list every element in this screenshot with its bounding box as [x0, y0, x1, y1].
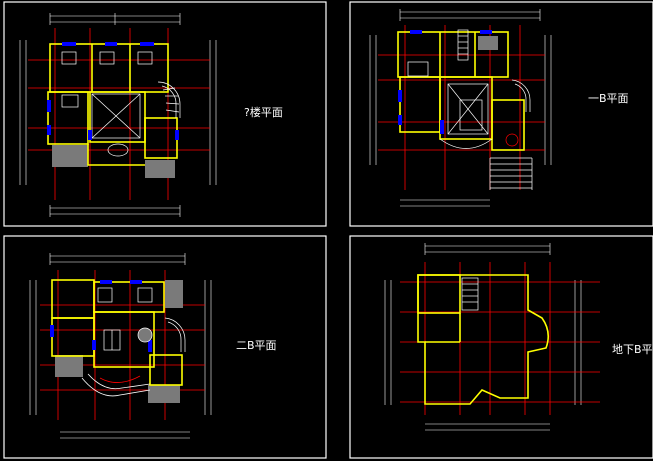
- floor-plan-top-right: 一B平面: [369, 9, 629, 207]
- sheet-label-bottom-left: 二B平面: [236, 339, 277, 352]
- grid-lines: [28, 28, 210, 200]
- windows: [398, 30, 492, 134]
- walls: [417, 274, 550, 405]
- walls: [397, 31, 525, 151]
- stair: [157, 81, 181, 118]
- sheet-label-bottom-right: 地下B平面: [612, 343, 653, 356]
- hatch-areas: [478, 36, 498, 50]
- dimension-lines: [19, 13, 217, 217]
- windows: [50, 280, 152, 352]
- roof-pyramid: [439, 83, 493, 149]
- furniture: [407, 61, 519, 147]
- floor-plan-top-left: ?楼平面: [19, 13, 283, 217]
- hatch-areas: [55, 280, 183, 403]
- floor-plan-bottom-left: 二B平面: [29, 253, 277, 439]
- grid-lines: [400, 262, 600, 415]
- sheet-label-top-left: ?楼平面: [244, 105, 283, 119]
- dimension-lines: [384, 243, 582, 431]
- sheet-frames: [3, 1, 653, 459]
- balcony: [81, 373, 151, 397]
- sheet-frame-bottom-right: [349, 235, 653, 459]
- grid-lines: [378, 25, 545, 190]
- stair: [461, 277, 479, 311]
- sheet-label-top-right: 一B平面: [588, 92, 629, 105]
- floor-plan-bottom-right: 地下B平面: [384, 243, 653, 431]
- furniture: [61, 51, 153, 157]
- stair: [164, 317, 186, 352]
- sheet-frame-bottom-left: [3, 235, 327, 459]
- walls: [47, 43, 178, 166]
- dimension-lines: [29, 253, 212, 439]
- furniture: [97, 287, 153, 351]
- dimension-lines: [369, 9, 552, 207]
- windows: [47, 42, 179, 140]
- entry-steps: [489, 157, 533, 190]
- sheet-frame-top-right: [349, 1, 653, 227]
- stair: [457, 29, 531, 112]
- roof-pyramid: [91, 93, 141, 139]
- hatch-areas: [52, 145, 175, 178]
- sheet-frame-top-left: [3, 1, 327, 227]
